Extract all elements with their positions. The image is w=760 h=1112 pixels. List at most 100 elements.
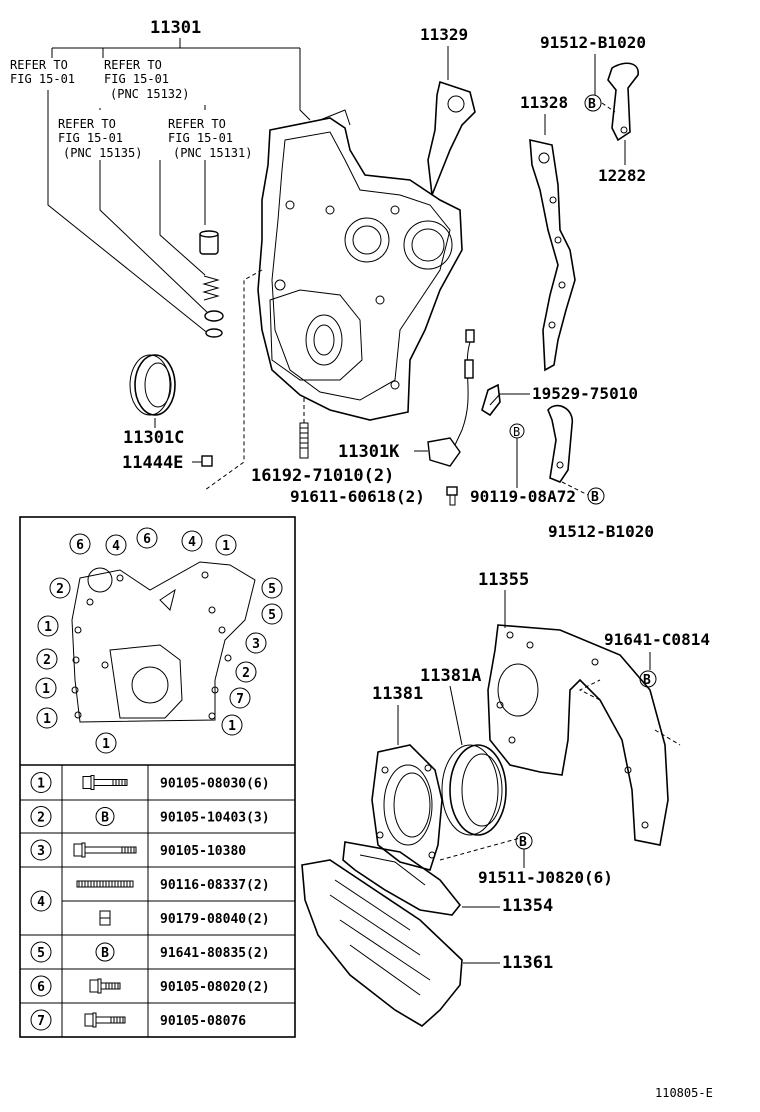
bolt-medium-flange-icon	[84, 1012, 126, 1028]
end-plate-11355	[487, 624, 669, 846]
table-part-number: 90179-08040(2)	[160, 912, 270, 927]
locator-cover-outline	[71, 561, 256, 723]
refer-note-1: REFER TO FIG 15-01	[10, 58, 75, 86]
svg-text:B: B	[591, 490, 599, 505]
svg-text:B: B	[513, 425, 520, 439]
label-11361: 11361	[502, 953, 553, 973]
bolt-91611-icon	[446, 486, 458, 506]
refer-note-4: REFER TO FIG 15-01 (PNC 15131)	[168, 117, 252, 160]
plug-11444e-icon	[201, 455, 213, 467]
hook-bracket-lower-icon	[547, 404, 573, 483]
svg-text:2: 2	[56, 582, 64, 597]
locator-circle-n5a: 5	[261, 577, 283, 599]
locator-bolt-hole	[116, 574, 124, 582]
locator-bolt-hole	[208, 712, 216, 720]
svg-text:5: 5	[268, 582, 276, 597]
table-key-4: 4	[30, 890, 52, 912]
svg-text:FIG 15-01: FIG 15-01	[104, 72, 169, 86]
oil-seal-11301c	[129, 354, 176, 416]
locator-circle-n6b: 6	[136, 527, 158, 549]
svg-text:B: B	[643, 673, 651, 688]
hook-bracket-12282-icon	[607, 62, 639, 142]
label-11381a: 11381A	[420, 666, 481, 686]
stud-16192-icon	[299, 422, 309, 459]
leader-12282-dashed	[601, 102, 616, 113]
table-part-number: 90105-10403(3)	[160, 811, 270, 826]
washer-icon	[204, 310, 224, 322]
label-90119: 90119-08A72	[470, 487, 576, 506]
table-key-3: 3	[30, 839, 52, 861]
leader-11301	[51, 38, 311, 121]
svg-text:FIG 15-01: FIG 15-01	[58, 131, 123, 145]
bolt-b-marker-91641: B	[639, 670, 657, 688]
tensioner-plunger-icon	[199, 230, 219, 255]
gasket-11328	[529, 138, 576, 372]
label-19529: 19529-75010	[532, 384, 638, 403]
svg-text:7: 7	[37, 1014, 45, 1029]
svg-text:B: B	[519, 835, 527, 850]
circled-b-icon: B	[95, 807, 115, 826]
locator-circle-n2b: 2	[36, 648, 58, 670]
locator-circle-n6a: 6	[69, 533, 91, 555]
svg-text:7: 7	[236, 692, 244, 707]
table-key-6: 6	[30, 975, 52, 997]
svg-text:REFER TO: REFER TO	[168, 117, 226, 131]
label-91512-lower: 91512-B1020	[548, 522, 654, 541]
svg-text:(PNC 15131): (PNC 15131)	[173, 146, 252, 160]
bolt-b-marker-91512-lower: B	[587, 487, 605, 505]
label-11354: 11354	[502, 896, 553, 916]
svg-text:2: 2	[242, 666, 250, 681]
bolt-long-flange-icon	[82, 775, 128, 790]
svg-text:4: 4	[188, 535, 196, 550]
locator-bolt-hole	[101, 661, 109, 669]
bolt-locator-frame	[19, 516, 296, 1038]
svg-text:REFER TO: REFER TO	[10, 58, 68, 72]
locator-circle-n1e: 1	[221, 714, 243, 736]
table-part-number: 90105-10380	[160, 844, 246, 859]
svg-text:(PNC 15132): (PNC 15132)	[110, 87, 189, 101]
svg-text:1: 1	[42, 682, 50, 697]
locator-circle-n5b: 5	[261, 603, 283, 625]
table-part-number: 90105-08020(2)	[160, 980, 270, 995]
svg-text:3: 3	[37, 844, 45, 859]
locator-circle-n7a: 7	[229, 687, 251, 709]
retainer-11381	[371, 744, 443, 871]
label-11355: 11355	[478, 570, 529, 590]
table-key-2: 2	[30, 806, 52, 827]
locator-bolt-hole	[224, 654, 232, 662]
bolt-b-marker-90119: B	[509, 423, 525, 439]
svg-text:REFER TO: REFER TO	[104, 58, 162, 72]
locator-bolt-hole	[74, 711, 82, 719]
svg-text:FIG 15-01: FIG 15-01	[168, 131, 233, 145]
label-91512-top: 91512-B1020	[540, 33, 646, 52]
leader-dashed-cover	[204, 269, 263, 491]
table-part-number: 90105-08030(6)	[160, 777, 270, 792]
locator-circle-n1d: 1	[36, 707, 58, 729]
locator-circle-n3a: 3	[245, 632, 267, 654]
locator-bolt-hole	[218, 626, 226, 634]
gasket-11329	[427, 80, 476, 196]
label-11444e: 11444E	[122, 453, 183, 473]
diagram-code: 110805-E	[655, 1086, 713, 1100]
svg-text:REFER TO: REFER TO	[58, 117, 116, 131]
oil-pan-baffle-11354	[342, 841, 462, 916]
bracket-19529-icon	[481, 383, 501, 417]
refer-note-2: REFER TO FIG 15-01 (PNC 15132)	[104, 58, 189, 101]
locator-circle-n1a: 1	[215, 534, 237, 556]
svg-text:2: 2	[43, 653, 51, 668]
svg-text:6: 6	[143, 532, 151, 547]
oil-seal-11381a	[441, 744, 507, 836]
locator-circle-n4b: 4	[181, 530, 203, 552]
svg-text:6: 6	[37, 980, 45, 995]
svg-text:4: 4	[37, 895, 45, 910]
stud-bolt-icon	[76, 880, 134, 888]
svg-text:1: 1	[43, 712, 51, 727]
locator-bolt-hole	[74, 626, 82, 634]
svg-text:B: B	[588, 97, 596, 112]
bolt-short-flange-icon	[89, 978, 121, 994]
locator-circle-n4a: 4	[105, 534, 127, 556]
bolt-extra-long-icon	[73, 842, 137, 858]
